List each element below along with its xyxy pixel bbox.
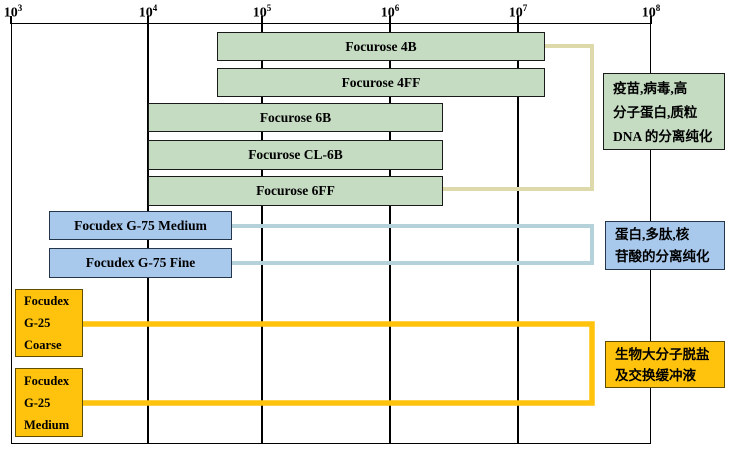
annotation-line: 蛋白,多肽,核 (615, 227, 690, 242)
bar-focurose-6b: Focurose 6B (148, 103, 443, 132)
annotation-line: 分子蛋白,质粒 (613, 105, 698, 120)
x-tick-1e5: 105 (252, 3, 272, 21)
annotation-g75-applications: 蛋白,多肽,核 苷酸的分离纯化 (605, 221, 725, 270)
tick-mark-1e4 (147, 16, 149, 24)
annotation-line: 生物大分子脱盐 (615, 347, 710, 362)
tick-mark-1e3 (10, 16, 12, 24)
bar-focudex-g75-medium: Focudex G-75 Medium (49, 211, 232, 240)
x-tick-1e7: 107 (508, 3, 528, 21)
bar-label: Focurose 6FF (256, 183, 335, 198)
bar-label: Focudex G-75 Fine (85, 255, 196, 270)
bar-label-line: G-25 (24, 395, 51, 410)
annotation-line: 及交换缓冲液 (615, 368, 696, 383)
annotation-line: 疫苗,病毒,高 (613, 81, 688, 96)
x-tick-1e8: 108 (641, 3, 661, 21)
bar-label-line: G-25 (24, 316, 51, 330)
bar-focudex-g25-coarse: Focudex G-25 Coarse (15, 289, 83, 357)
bar-label-line: Focudex (24, 294, 70, 308)
x-tick-1e4: 104 (138, 3, 158, 21)
bar-label: Focurose 4B (345, 38, 417, 54)
bar-label: Focurose 4FF (341, 74, 421, 90)
bar-label-line: Coarse (24, 338, 62, 352)
annotation-line: DNA 的分离纯化 (613, 129, 713, 144)
bar-label: Focudex G-75 Medium (74, 217, 207, 233)
bar-label-line: Medium (24, 417, 70, 432)
bar-focurose-cl6b: Focurose CL-6B (148, 140, 443, 170)
bar-focurose-4b: Focurose 4B (217, 32, 545, 61)
tick-mark-1e5 (261, 16, 263, 24)
x-tick-1e3: 103 (3, 3, 23, 21)
x-tick-1e6: 106 (380, 3, 400, 21)
bar-focurose-6ff: Focurose 6FF (148, 176, 443, 206)
tick-mark-1e7 (517, 16, 519, 24)
bar-label: Focurose CL-6B (248, 147, 343, 162)
annotation-focurose-applications: 疫苗,病毒,高 分子蛋白,质粒 DNA 的分离纯化 (603, 73, 725, 150)
tick-mark-1e6 (389, 16, 391, 24)
annotation-line: 苷酸的分离纯化 (615, 249, 710, 264)
bar-focudex-g75-fine: Focudex G-75 Fine (49, 248, 232, 278)
annotation-g25-applications: 生物大分子脱盐 及交换缓冲液 (605, 341, 725, 388)
bar-label-line: Focudex (24, 373, 70, 388)
bar-focurose-4ff: Focurose 4FF (217, 68, 545, 97)
tick-mark-1e8 (650, 16, 652, 24)
bar-label: Focurose 6B (259, 109, 332, 125)
bar-focudex-g25-medium: Focudex G-25 Medium (15, 368, 83, 437)
